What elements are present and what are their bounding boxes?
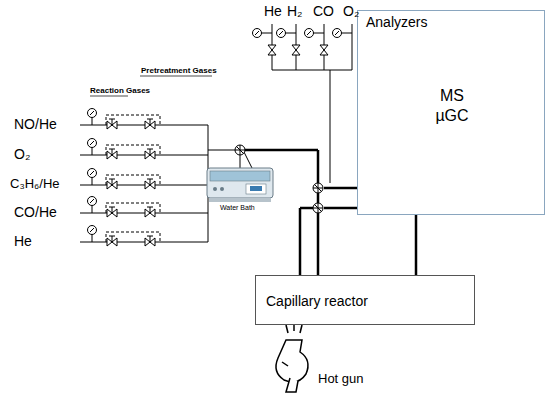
hot-gun-icon (276, 322, 308, 392)
node-text: Capillary reactor (266, 293, 368, 309)
diagram-label: Water Bath (220, 204, 255, 212)
diagram-label: Reaction Gases (90, 87, 150, 96)
analyzer-box: AnalyzersMS µGC (357, 10, 545, 215)
water-bath-icon (207, 168, 273, 202)
diagram-label: CO/He (14, 205, 57, 220)
diagram-label: He (264, 4, 282, 19)
gas-line (416, 215, 417, 275)
node-text: µGC (435, 107, 468, 125)
diagram-label: He (14, 234, 32, 249)
reactor-box: Capillary reactor (255, 275, 475, 325)
pretreatment-lines (261, 24, 352, 183)
diagram-label: NO/He (14, 117, 57, 132)
diagram-label: O₂ (14, 147, 30, 162)
diagram-label: O₂ (343, 4, 359, 19)
diagram-label: C₃H₆/He (10, 177, 60, 191)
node-text: Analyzers (366, 14, 427, 30)
diagram-label: Pretreatment Gases (141, 67, 217, 76)
node-text: MS (440, 87, 464, 105)
diagram-label: H₂ (287, 4, 303, 19)
diagram-label: CO (313, 4, 334, 19)
diagram-label: Hot gun (318, 372, 364, 386)
